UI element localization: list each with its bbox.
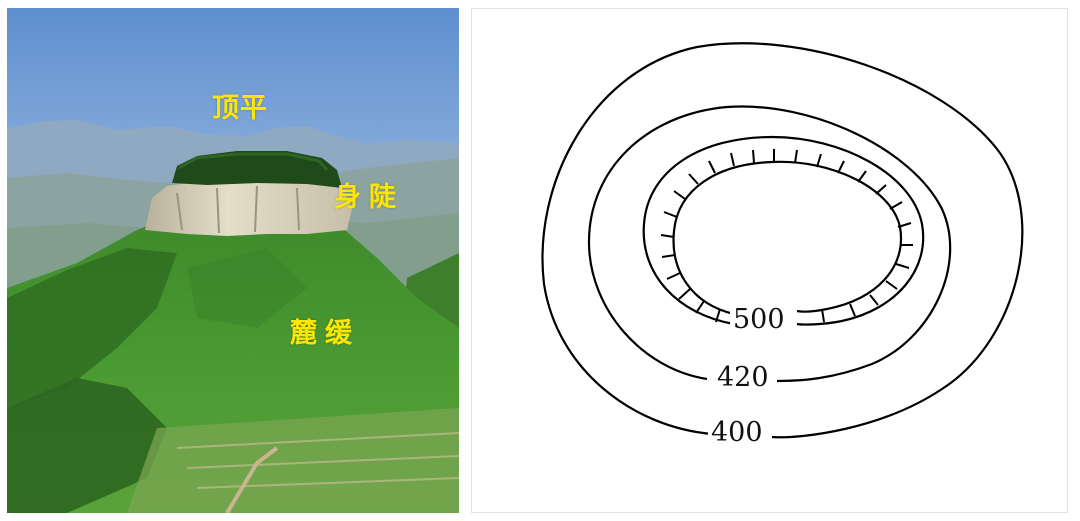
cliff-tick-marks: [660, 149, 913, 323]
dirt-path: [225, 446, 279, 513]
forested-flat-top: [172, 151, 342, 188]
contour-lines: [541, 42, 1024, 439]
contour-label-400: 400: [708, 418, 766, 448]
contour-500: [642, 135, 925, 326]
contour-map: 500 420 400: [471, 8, 1068, 513]
steep-body-label: 身陡: [334, 182, 404, 213]
cliff-face: [145, 178, 352, 236]
contour-400: [541, 42, 1024, 439]
contour-label-500: 500: [730, 305, 788, 335]
gentle-foot-label: 麓缓: [290, 318, 360, 349]
mesa-landscape-illustration: [7, 8, 459, 513]
contour-420: [587, 105, 952, 383]
flat-top-label: 顶平: [212, 93, 268, 124]
mesa-photo: 顶平 身陡 麓缓: [7, 8, 459, 513]
cliff-hachure-line: [672, 160, 903, 316]
contour-label-420: 420: [714, 363, 772, 393]
